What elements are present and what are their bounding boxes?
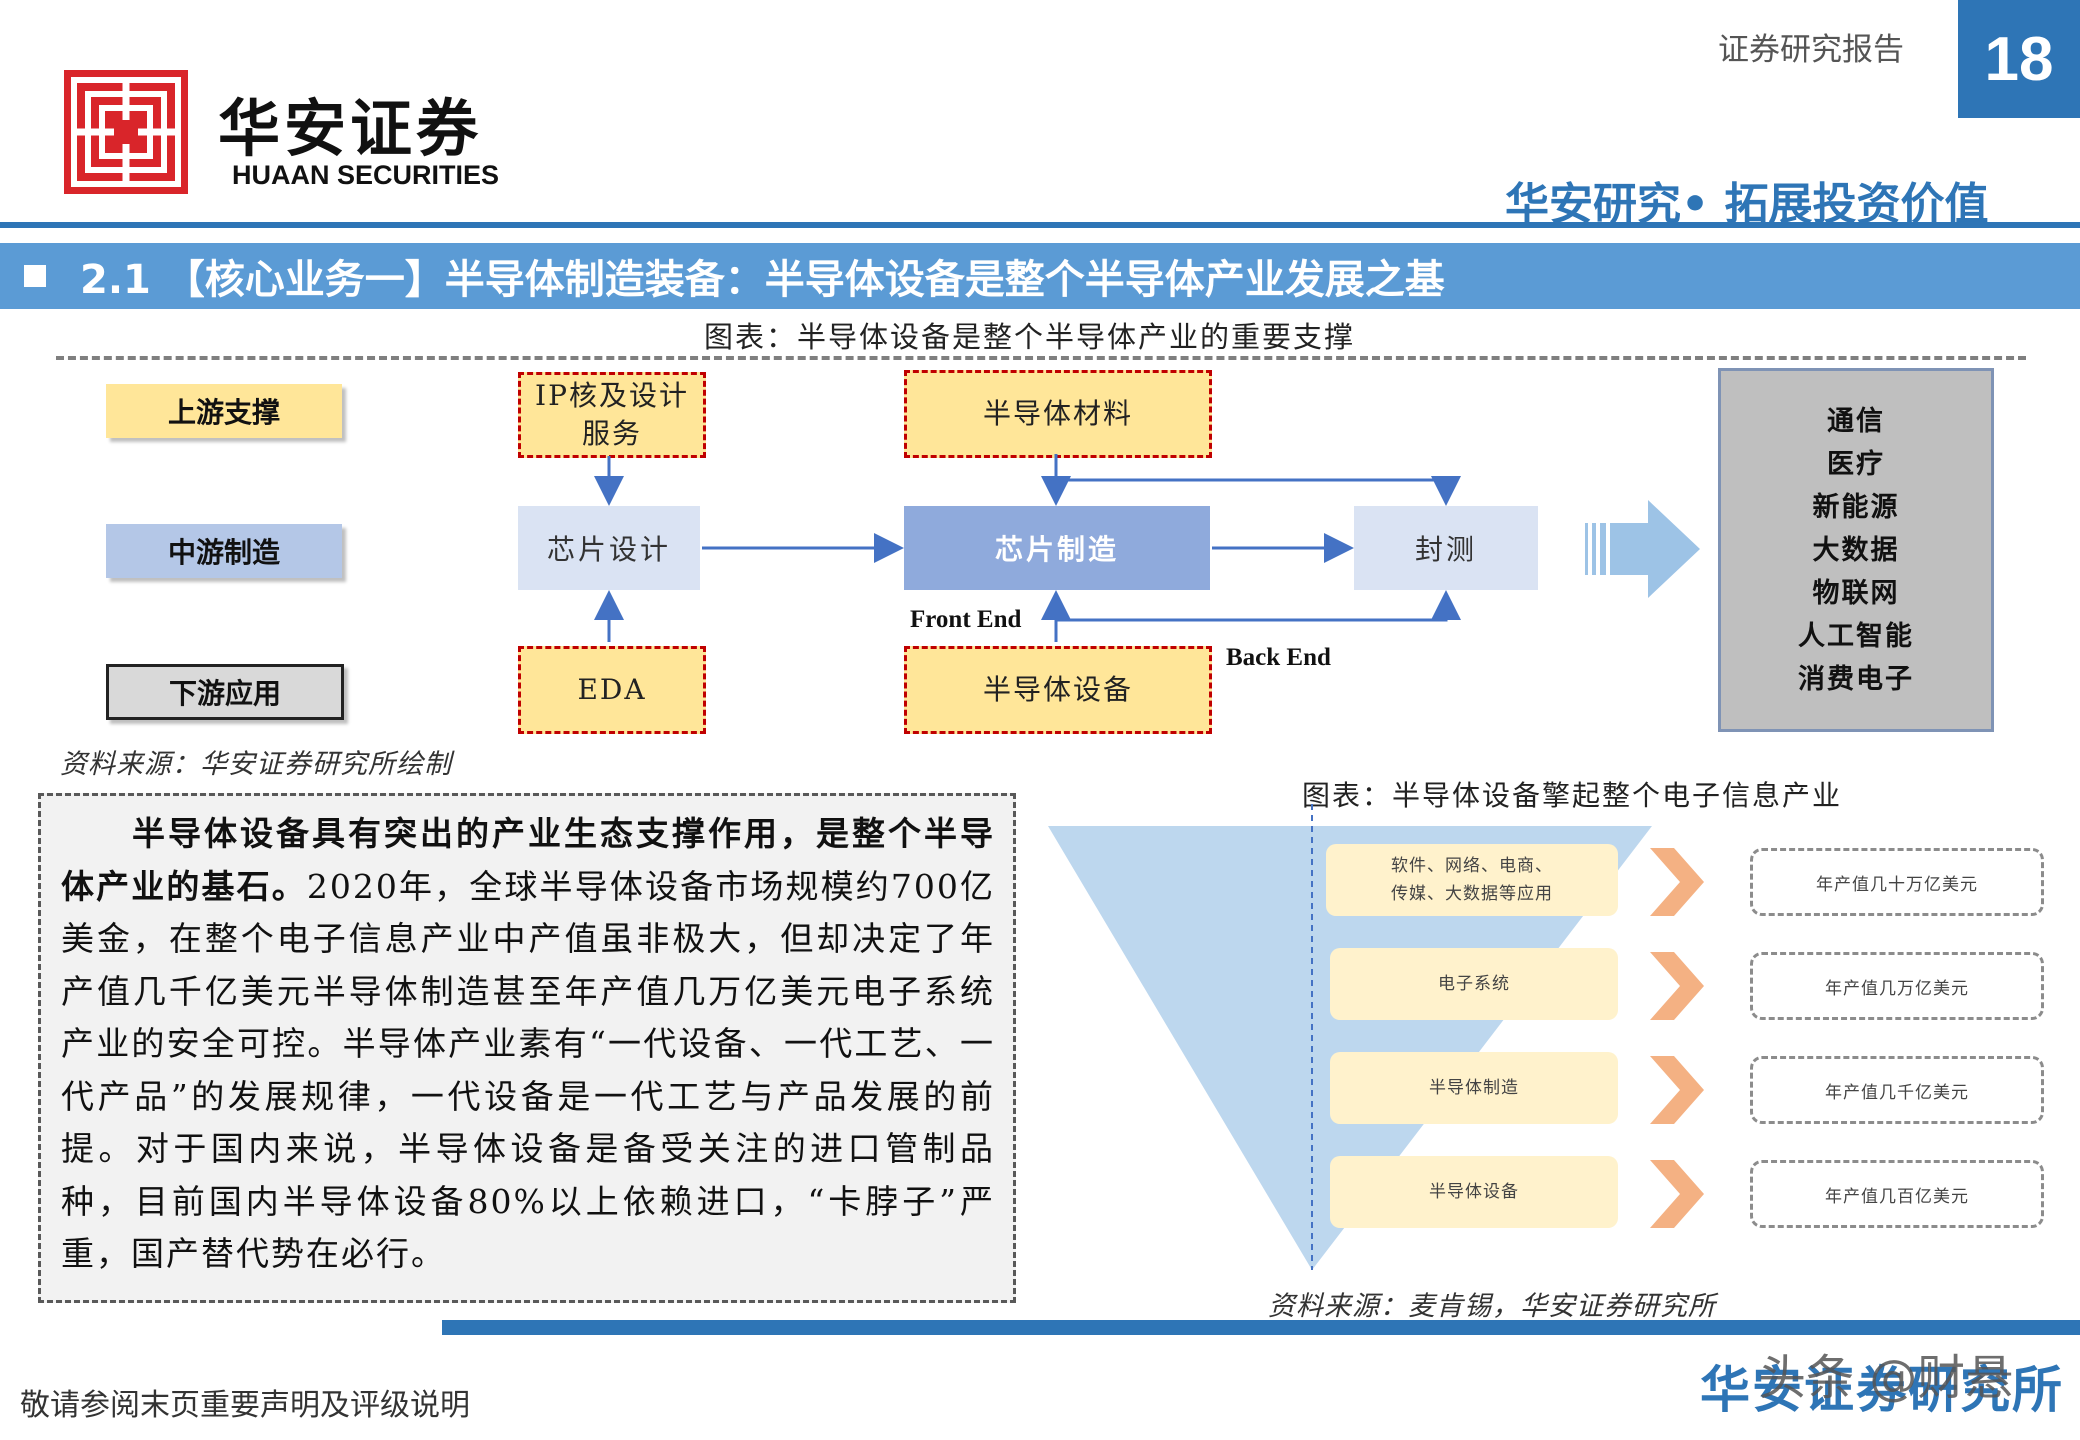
summary-lead: 半导体设备具有突出的产业生态支撑作用，是整个半导体产业的基石。 [61,814,995,906]
layer-semiconductor-equipment: 半导体设备 [1330,1156,1618,1228]
value-applications: 年产值几十万亿美元 [1750,848,2044,916]
footer-divider [442,1320,2080,1335]
layer-electronic-systems: 电子系统 [1330,948,1618,1020]
summary-body: 2020年，全球半导体设备市场规模约700亿美金，在整个电子信息产业中产值虽非极… [61,866,995,1274]
brand-name-cn: 华安证券 [218,92,483,165]
report-type-label: 证券研究报告 [1718,32,1904,68]
header-divider [0,222,2080,228]
bullet-square-icon [24,265,46,287]
diagram2-caption: 图表：半导体设备擎起整个电子信息产业 [1302,779,1843,812]
chip-design-box: 芯片设计 [518,506,700,590]
application-item: 新能源 [1812,491,1900,523]
tier-midstream: 中游制造 [106,524,342,578]
section-title-bar: 2.1 【核心业务一】半导体制造装备：半导体设备是整个半导体产业发展之基 [0,243,2080,309]
inverted-triangle [1048,826,1652,1270]
application-item: 人工智能 [1798,620,1914,652]
diagram2-graphic [1048,804,1704,1270]
semiconductor-equipment-box: 半导体设备 [904,646,1212,734]
application-item: 大数据 [1812,534,1900,566]
tier-downstream: 下游应用 [106,664,344,720]
chip-manufacturing-box: 芯片制造 [904,506,1210,590]
semiconductor-materials-box: 半导体材料 [904,370,1212,458]
caption-dashed-divider [56,356,2026,360]
slogan: 华安研究• 拓展投资价值 [1505,179,1989,230]
value-semiconductor-manufacturing: 年产值几千亿美元 [1750,1056,2044,1124]
value-electronic-systems: 年产值几万亿美元 [1750,952,2044,1020]
diagram1-caption: 图表：半导体设备是整个半导体产业的重要支撑 [704,320,1356,354]
arrow-icon [594,454,1461,642]
ip-design-service-box: IP核及设计 服务 [518,372,706,458]
summary-textbox: 半导体设备具有突出的产业生态支撑作用，是整个半导体产业的基石。2020年，全球半… [38,793,1016,1303]
value-semiconductor-equipment: 年产值几百亿美元 [1750,1160,2044,1228]
layer-applications: 软件、网络、电商、 传媒、大数据等应用 [1326,844,1618,916]
brand-name-en: HUAAN SECURITIES [232,160,500,190]
application-item: 物联网 [1812,577,1900,609]
diagram1-source: 资料来源：华安证券研究所绘制 [60,749,452,780]
front-end-label: Front End [910,606,1022,633]
downstream-applications-box: 通信 医疗 新能源 大数据 物联网 人工智能 消费电子 [1718,368,1994,732]
packaging-test-box: 封测 [1354,506,1538,590]
section-title: 2.1 【核心业务一】半导体制造装备：半导体设备是整个半导体产业发展之基 [80,257,1445,303]
application-item: 消费电子 [1798,663,1914,695]
big-right-arrow-icon [1585,500,1700,598]
page-number: 18 [1958,0,2080,118]
watermark: 头条 @财悬 [1758,1350,2014,1406]
footer-brand: 华安证券研究所 [1700,1361,2064,1419]
huaan-logo-icon [64,70,188,194]
application-item: 医疗 [1827,448,1885,480]
layer-semiconductor-manufacturing: 半导体制造 [1330,1052,1618,1124]
disclaimer-link[interactable]: 敬请参阅末页重要声明及评级说明 [20,1388,470,1423]
chevron-right-icon [1650,848,1704,1228]
diagram1-arrows [594,454,1700,642]
eda-box: EDA [518,646,706,734]
back-end-label: Back End [1226,644,1331,671]
application-item: 通信 [1827,405,1885,437]
tier-upstream: 上游支撑 [106,384,342,438]
diagram2-source: 资料来源：麦肯锡，华安证券研究所 [1268,1291,1716,1322]
